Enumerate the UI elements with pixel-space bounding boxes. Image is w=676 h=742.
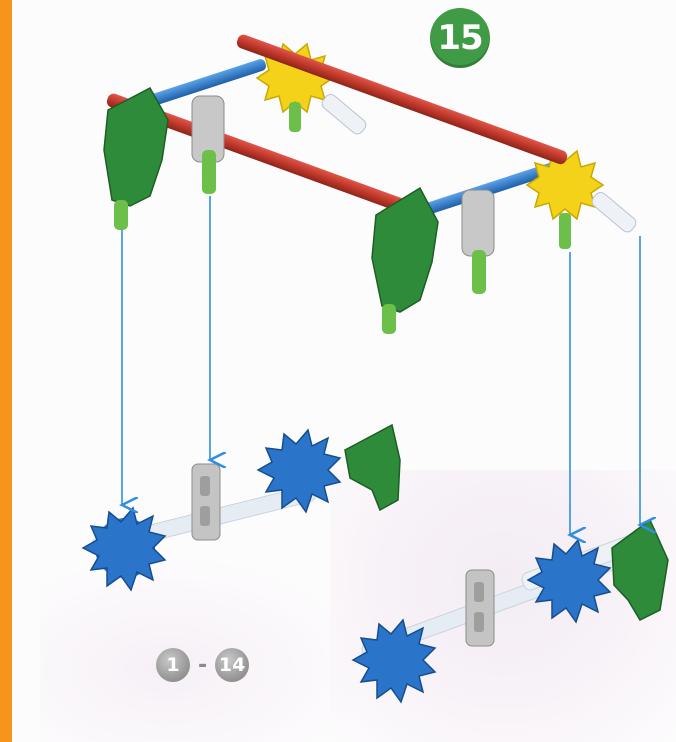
range-separator: - [198,653,207,678]
blue-connector [83,508,165,590]
range-end: 14 [215,648,249,682]
green-connector [345,425,400,510]
gray-clip [192,464,220,540]
yellow-connector [527,151,603,249]
step-number-badge: 15 [430,8,490,68]
white-rod [590,190,639,234]
gray-clip [192,96,224,194]
range-start: 1 [156,648,190,682]
gray-clip [462,190,494,294]
green-connector [104,88,168,230]
gray-clip [466,570,494,646]
green-connector [372,188,438,334]
green-connector [612,520,668,620]
white-rod [320,92,369,136]
previous-steps-reference: 1 - 14 [156,647,249,683]
new-frame-assembly [104,33,638,334]
